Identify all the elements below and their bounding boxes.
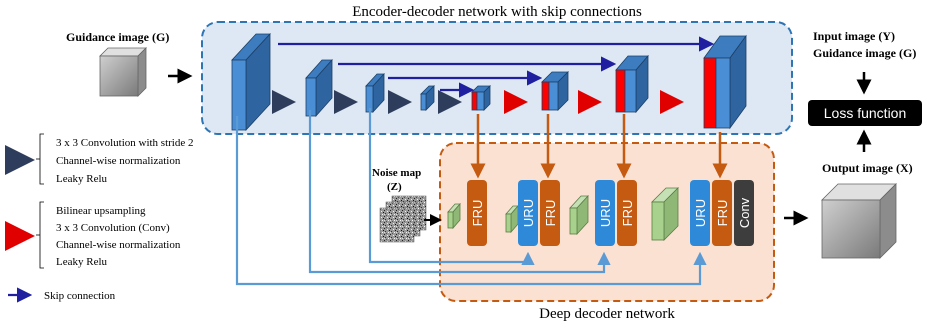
svg-text:Conv: Conv bbox=[737, 197, 752, 228]
skip-connections bbox=[278, 36, 715, 98]
legend-down-line1: 3 x 3 Convolution with stride 2 bbox=[56, 137, 194, 149]
encoder-block-1 bbox=[231, 32, 271, 132]
svg-text:FRU: FRU bbox=[715, 200, 730, 227]
legend-up-line2: 3 x 3 Convolution (Conv) bbox=[56, 222, 170, 234]
input-label-line2: Guidance image (G) bbox=[813, 46, 916, 60]
noise-map bbox=[379, 195, 427, 243]
uru-block-1: URU bbox=[518, 180, 538, 246]
legend-up-line1: Bilinear upsampling bbox=[56, 205, 146, 217]
green-block-3 bbox=[569, 194, 589, 236]
svg-text:FRU: FRU bbox=[620, 200, 635, 227]
svg-text:FRU: FRU bbox=[543, 200, 558, 227]
legend-down-line3: Leaky Relu bbox=[56, 173, 108, 185]
fru-block-2: FRU bbox=[540, 180, 560, 246]
input-label-line1: Input image (Y) bbox=[813, 29, 895, 43]
decoder-block-4 bbox=[703, 34, 747, 130]
uru-block-3: URU bbox=[690, 180, 710, 246]
decoder-blocks bbox=[471, 34, 747, 130]
encoder-block-3 bbox=[365, 72, 385, 114]
green-blocks bbox=[447, 187, 679, 241]
conv-block: Conv bbox=[734, 180, 754, 246]
noise-label-line1: Noise map bbox=[372, 167, 421, 179]
guidance-label: Guidance image (G) bbox=[66, 30, 169, 44]
fru-block-3: FRU bbox=[617, 180, 637, 246]
legend-down-line2: Channel-wise normalization bbox=[56, 155, 181, 167]
fru-block-1: FRU bbox=[467, 180, 487, 246]
svg-text:URU: URU bbox=[521, 199, 536, 227]
encoder-block-4 bbox=[420, 85, 435, 111]
noise-label-line2: (Z) bbox=[387, 181, 402, 193]
svg-text:FRU: FRU bbox=[470, 200, 485, 227]
output-cube bbox=[821, 183, 897, 259]
uru-feed-lines bbox=[235, 108, 707, 286]
decoder-title: Deep decoder network bbox=[539, 306, 675, 322]
svg-text:URU: URU bbox=[598, 199, 613, 227]
legend: 3 x 3 Convolution with stride 2 Channel-… bbox=[5, 133, 194, 303]
legend-skip-label: Skip connection bbox=[44, 290, 116, 302]
output-label: Output image (X) bbox=[822, 161, 913, 175]
decoder-block-3 bbox=[615, 54, 649, 114]
loss-function-label: Loss function bbox=[824, 105, 907, 121]
guidance-cube bbox=[99, 47, 147, 97]
fru-feed-arrows bbox=[470, 114, 728, 179]
fru-block-4: FRU bbox=[712, 180, 732, 246]
encoder-block-2 bbox=[305, 58, 333, 118]
encoder-title: Encoder-decoder network with skip connec… bbox=[352, 4, 642, 20]
legend-up-line4: Leaky Relu bbox=[56, 256, 108, 268]
legend-up-line3: Channel-wise normalization bbox=[56, 239, 181, 251]
decoder-block-1 bbox=[471, 85, 491, 111]
green-block-1 bbox=[447, 202, 461, 230]
decoder-block-2 bbox=[541, 71, 569, 111]
svg-text:URU: URU bbox=[693, 199, 708, 227]
loss-function-box bbox=[808, 100, 922, 126]
encoder-blocks bbox=[231, 32, 435, 132]
green-block-4 bbox=[651, 187, 679, 241]
uru-block-2: URU bbox=[595, 180, 615, 246]
